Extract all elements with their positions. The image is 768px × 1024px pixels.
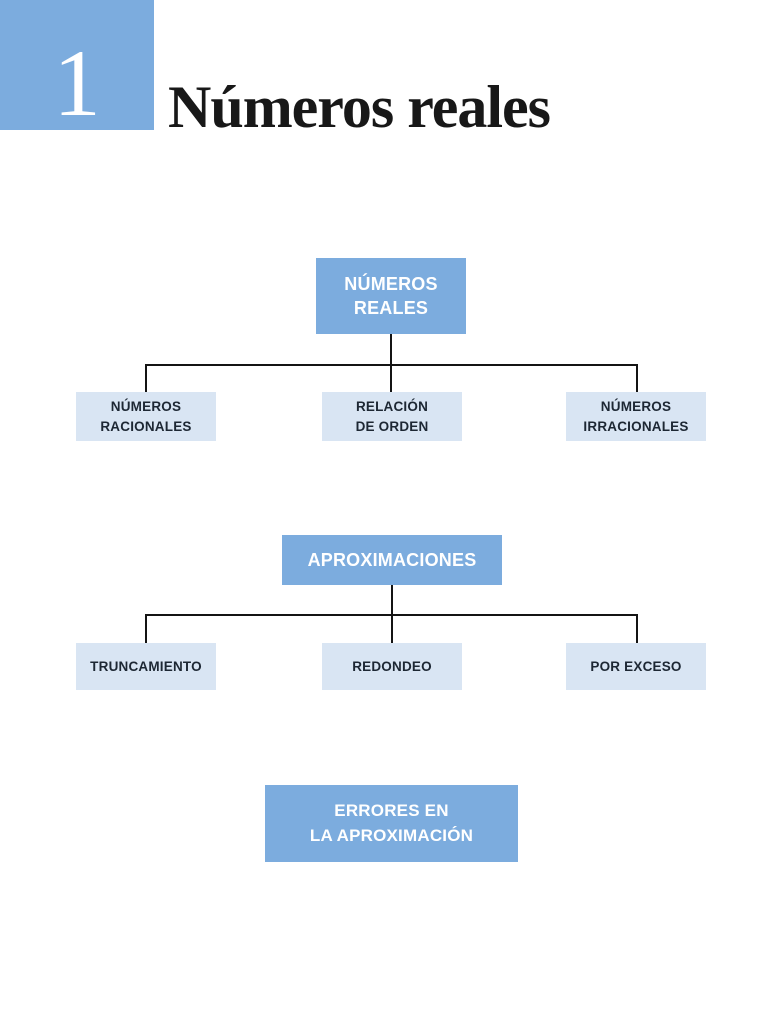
concept-label: NÚMEROS RACIONALES — [100, 398, 192, 434]
connector-line — [145, 614, 147, 644]
concept-box-numeros-reales: NÚMEROS REALES — [316, 258, 466, 334]
concept-box-numeros-racionales: NÚMEROS RACIONALES — [76, 392, 216, 441]
concept-box-numeros-irracionales: NÚMEROS IRRACIONALES — [566, 392, 706, 441]
concept-label: REDONDEO — [352, 658, 432, 674]
connector-line — [391, 614, 393, 644]
chapter-number: 1 — [53, 29, 101, 136]
connector-line — [390, 364, 392, 393]
chapter-number-box: 1 — [0, 0, 154, 130]
concept-label: POR EXCESO — [590, 658, 682, 674]
concept-box-relacion-de-orden: RELACIÓN DE ORDEN — [322, 392, 462, 441]
connector-line — [391, 585, 393, 615]
concept-label: APROXIMACIONES — [307, 549, 477, 570]
concept-box-errores-aproximacion: ERRORES EN LA APROXIMACIÓN — [265, 785, 518, 862]
connector-line — [146, 364, 637, 366]
page-title: Números reales — [168, 74, 551, 140]
concept-label: NÚMEROS IRRACIONALES — [583, 398, 689, 434]
connector-line — [390, 334, 392, 365]
connector-line — [636, 364, 638, 393]
concept-box-por-exceso: POR EXCESO — [566, 643, 706, 690]
concept-label: RELACIÓN DE ORDEN — [355, 398, 429, 434]
concept-box-aproximaciones: APROXIMACIONES — [282, 535, 502, 585]
concept-box-redondeo: REDONDEO — [322, 643, 462, 690]
concept-box-truncamiento: TRUNCAMIENTO — [76, 643, 216, 690]
concept-label: TRUNCAMIENTO — [90, 658, 202, 674]
connector-line — [636, 614, 638, 644]
concept-label: NÚMEROS REALES — [344, 273, 438, 318]
connector-line — [145, 364, 147, 393]
concept-label: ERRORES EN LA APROXIMACIÓN — [309, 800, 474, 845]
